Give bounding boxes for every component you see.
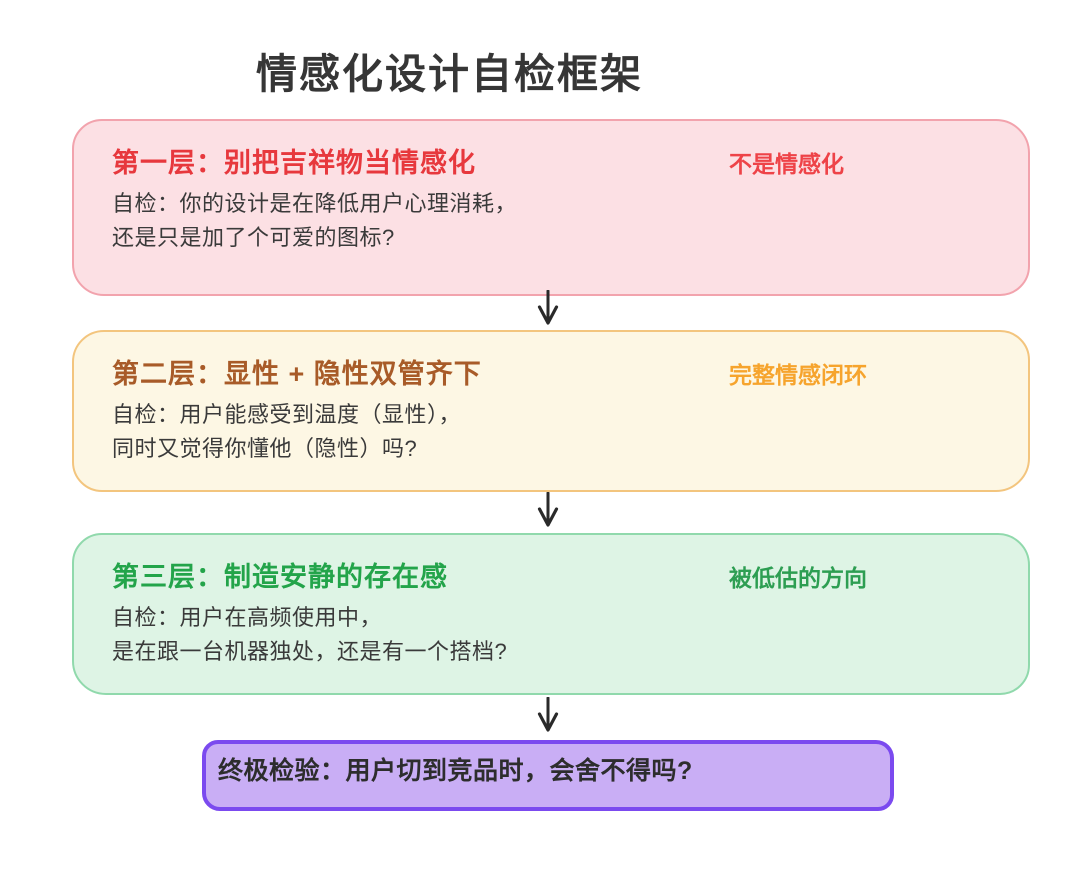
layer-3-body-line-1: 自检：用户在高频使用中，: [112, 605, 383, 630]
layer-2-body: 自检：用户能感受到温度（显性）， 同时又觉得你懂他（隐性）吗?: [112, 398, 461, 466]
layer-2-tag: 完整情感闭环: [729, 362, 867, 388]
layer-1-body-line-1: 自检：你的设计是在降低用户心理消耗，: [112, 191, 518, 216]
down-arrow-icon: [537, 492, 559, 527]
layer-1-body: 自检：你的设计是在降低用户心理消耗， 还是只是加了个可爱的图标?: [112, 187, 517, 255]
down-arrow-icon: [537, 697, 559, 732]
layer-1-heading: 第一层：别把吉祥物当情感化: [112, 148, 476, 178]
final-check-text: 终极检验：用户切到竞品时，会舍不得吗?: [218, 757, 693, 785]
layer-1-box: 第一层：别把吉祥物当情感化 不是情感化 自检：你的设计是在降低用户心理消耗， 还…: [72, 119, 1030, 296]
layer-3-tag: 被低估的方向: [729, 565, 867, 591]
layer-3-body-line-2: 是在跟一台机器独处，还是有一个搭档?: [112, 639, 508, 664]
final-check-box: 终极检验：用户切到竞品时，会舍不得吗?: [202, 740, 894, 811]
layer-3-box: 第三层：制造安静的存在感 被低估的方向 自检：用户在高频使用中， 是在跟一台机器…: [72, 533, 1030, 695]
layer-2-body-line-1: 自检：用户能感受到温度（显性），: [112, 402, 462, 427]
layer-2-heading: 第二层：显性 + 隐性双管齐下: [112, 359, 482, 389]
layer-2-body-line-2: 同时又觉得你懂他（隐性）吗?: [112, 436, 418, 461]
layer-3-body: 自检：用户在高频使用中， 是在跟一台机器独处，还是有一个搭档?: [112, 601, 507, 669]
layer-2-box: 第二层：显性 + 隐性双管齐下 完整情感闭环 自检：用户能感受到温度（显性）， …: [72, 330, 1030, 492]
layer-1-body-line-2: 还是只是加了个可爱的图标?: [112, 225, 395, 250]
layer-1-tag: 不是情感化: [729, 151, 844, 177]
layer-3-heading: 第三层：制造安静的存在感: [112, 562, 448, 592]
down-arrow-icon: [537, 290, 559, 325]
diagram-title: 情感化设计自检框架: [256, 51, 643, 97]
